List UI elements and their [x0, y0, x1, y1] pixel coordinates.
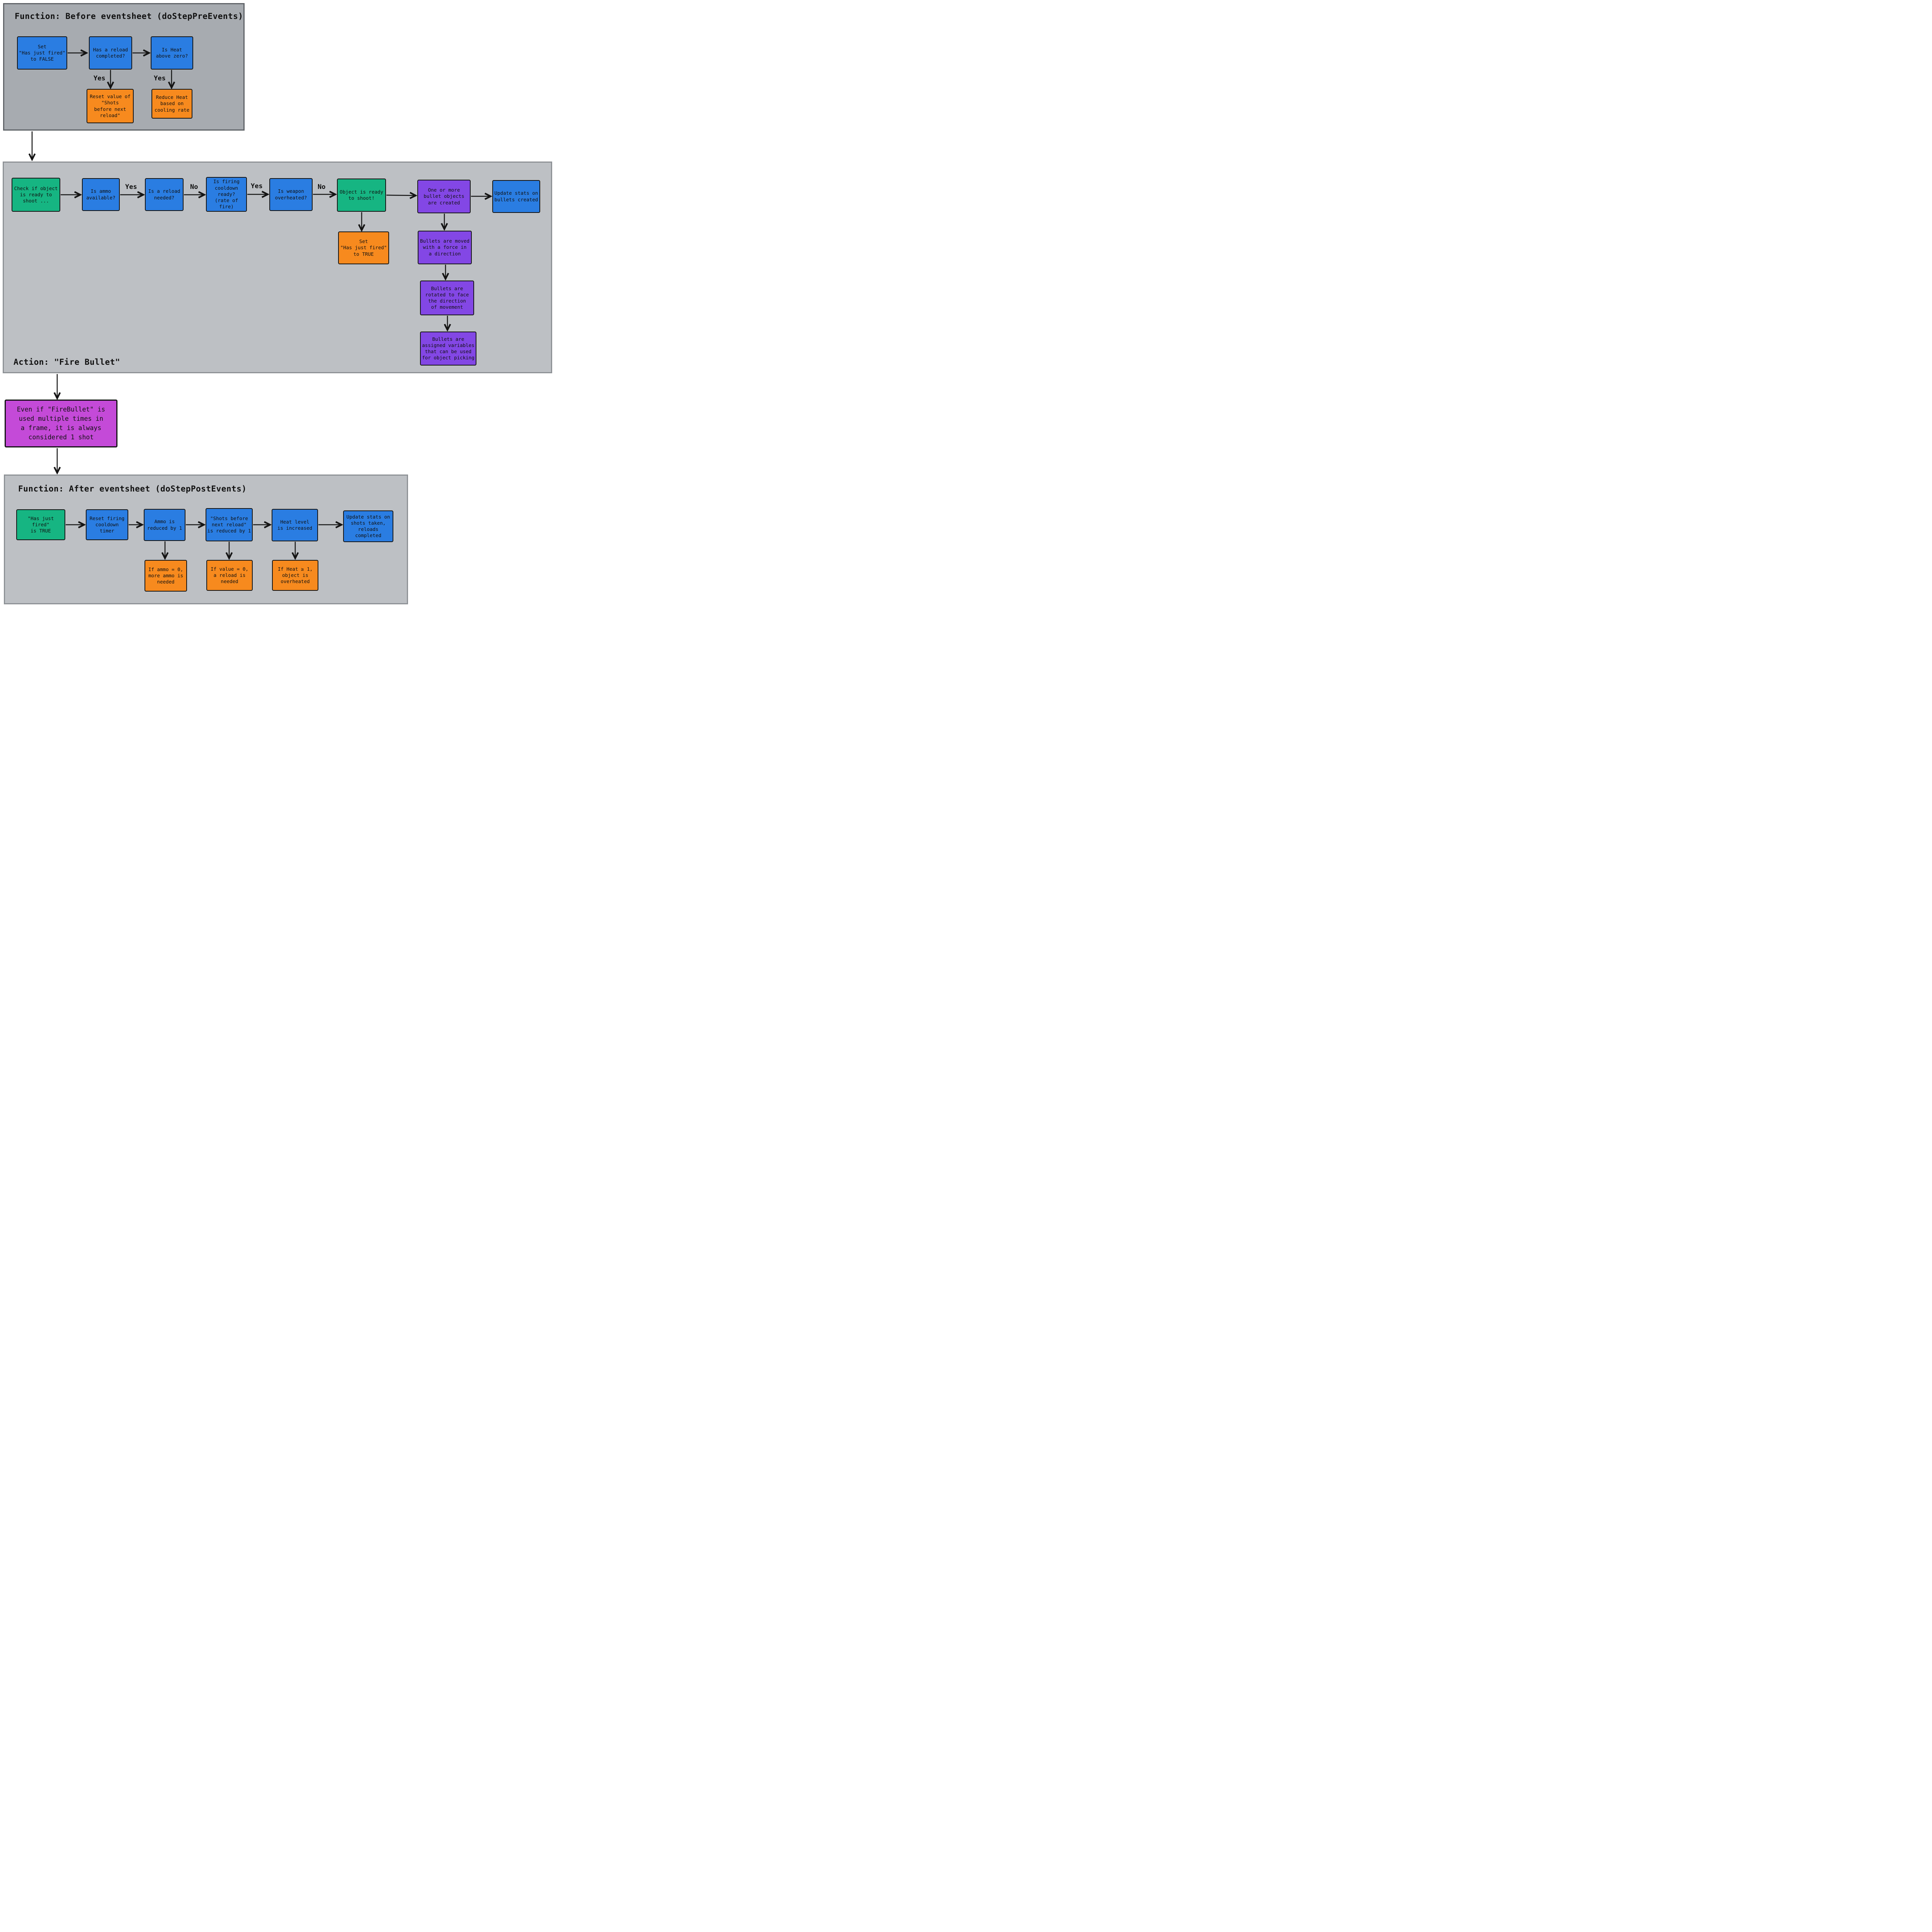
node-is-weapon-overheated: Is weapon overheated?	[269, 178, 313, 211]
node-has-reload-completed: Has a reload completed?	[89, 36, 132, 70]
node-if-heat-overheated: If Heat ≥ 1, object is overheated	[272, 560, 318, 591]
edge-label-no: No	[318, 183, 326, 191]
node-bullet-objects-created: One or more bullet objects are created	[417, 180, 471, 213]
edge-label-yes: Yes	[125, 183, 137, 191]
node-shots-before-reload-reduced: "Shots before next reload" is reduced by…	[206, 508, 253, 541]
node-bullets-rotated: Bullets are rotated to face the directio…	[420, 281, 474, 315]
node-is-ammo-available: Is ammo available?	[82, 178, 120, 211]
node-is-reload-needed: Is a reload needed?	[145, 178, 184, 211]
note-firebullet-single-shot: Even if "FireBullet" is used multiple ti…	[5, 400, 117, 447]
node-reduce-heat: Reduce Heat based on cooling rate	[151, 89, 192, 119]
node-has-just-fired-is-true: "Has just fired" is TRUE	[16, 509, 65, 540]
flowchart-canvas: Function: Before eventsheet (doStepPreEv…	[0, 0, 557, 610]
node-object-ready-to-shoot: Object is ready to shoot!	[337, 179, 386, 212]
edge-label-yes: Yes	[94, 75, 105, 82]
node-bullets-moved: Bullets are moved with a force in a dire…	[418, 231, 472, 264]
node-is-cooldown-ready: Is firing cooldown ready? (rate of fire)	[206, 177, 247, 212]
node-set-has-just-fired-false: Set "Has just fired" to FALSE	[17, 36, 67, 70]
edge-label-no: No	[190, 183, 198, 191]
node-if-value-zero: If value = 0, a reload is needed	[206, 560, 253, 591]
edge-label-yes: Yes	[251, 182, 263, 190]
node-set-has-just-fired-true: Set "Has just fired" to TRUE	[338, 231, 389, 264]
edge-label-yes: Yes	[154, 75, 166, 82]
section-title-post: Function: After eventsheet (doStepPostEv…	[18, 484, 247, 493]
node-ammo-reduced: Ammo is reduced by 1	[144, 509, 185, 541]
section-title-action: Action: "Fire Bullet"	[14, 357, 121, 367]
node-check-ready-to-shoot: Check if object is ready to shoot ...	[12, 178, 60, 212]
node-is-heat-above-zero: Is Heat above zero?	[151, 36, 193, 70]
node-heat-level-increased: Heat level is increased	[272, 509, 318, 541]
node-reset-shots-before-reload: Reset value of "Shots before next reload…	[87, 89, 134, 123]
node-reset-firing-cooldown: Reset firing cooldown timer	[86, 509, 128, 540]
node-bullets-assigned-variables: Bullets are assigned variables that can …	[420, 332, 476, 366]
section-title-pre: Function: Before eventsheet (doStepPreEv…	[15, 12, 243, 21]
node-if-ammo-zero: If ammo = 0, more ammo is needed	[145, 560, 187, 592]
node-update-bullet-stats: Update stats on bullets created	[492, 180, 540, 213]
node-update-shot-stats: Update stats on shots taken, reloads com…	[343, 510, 393, 542]
